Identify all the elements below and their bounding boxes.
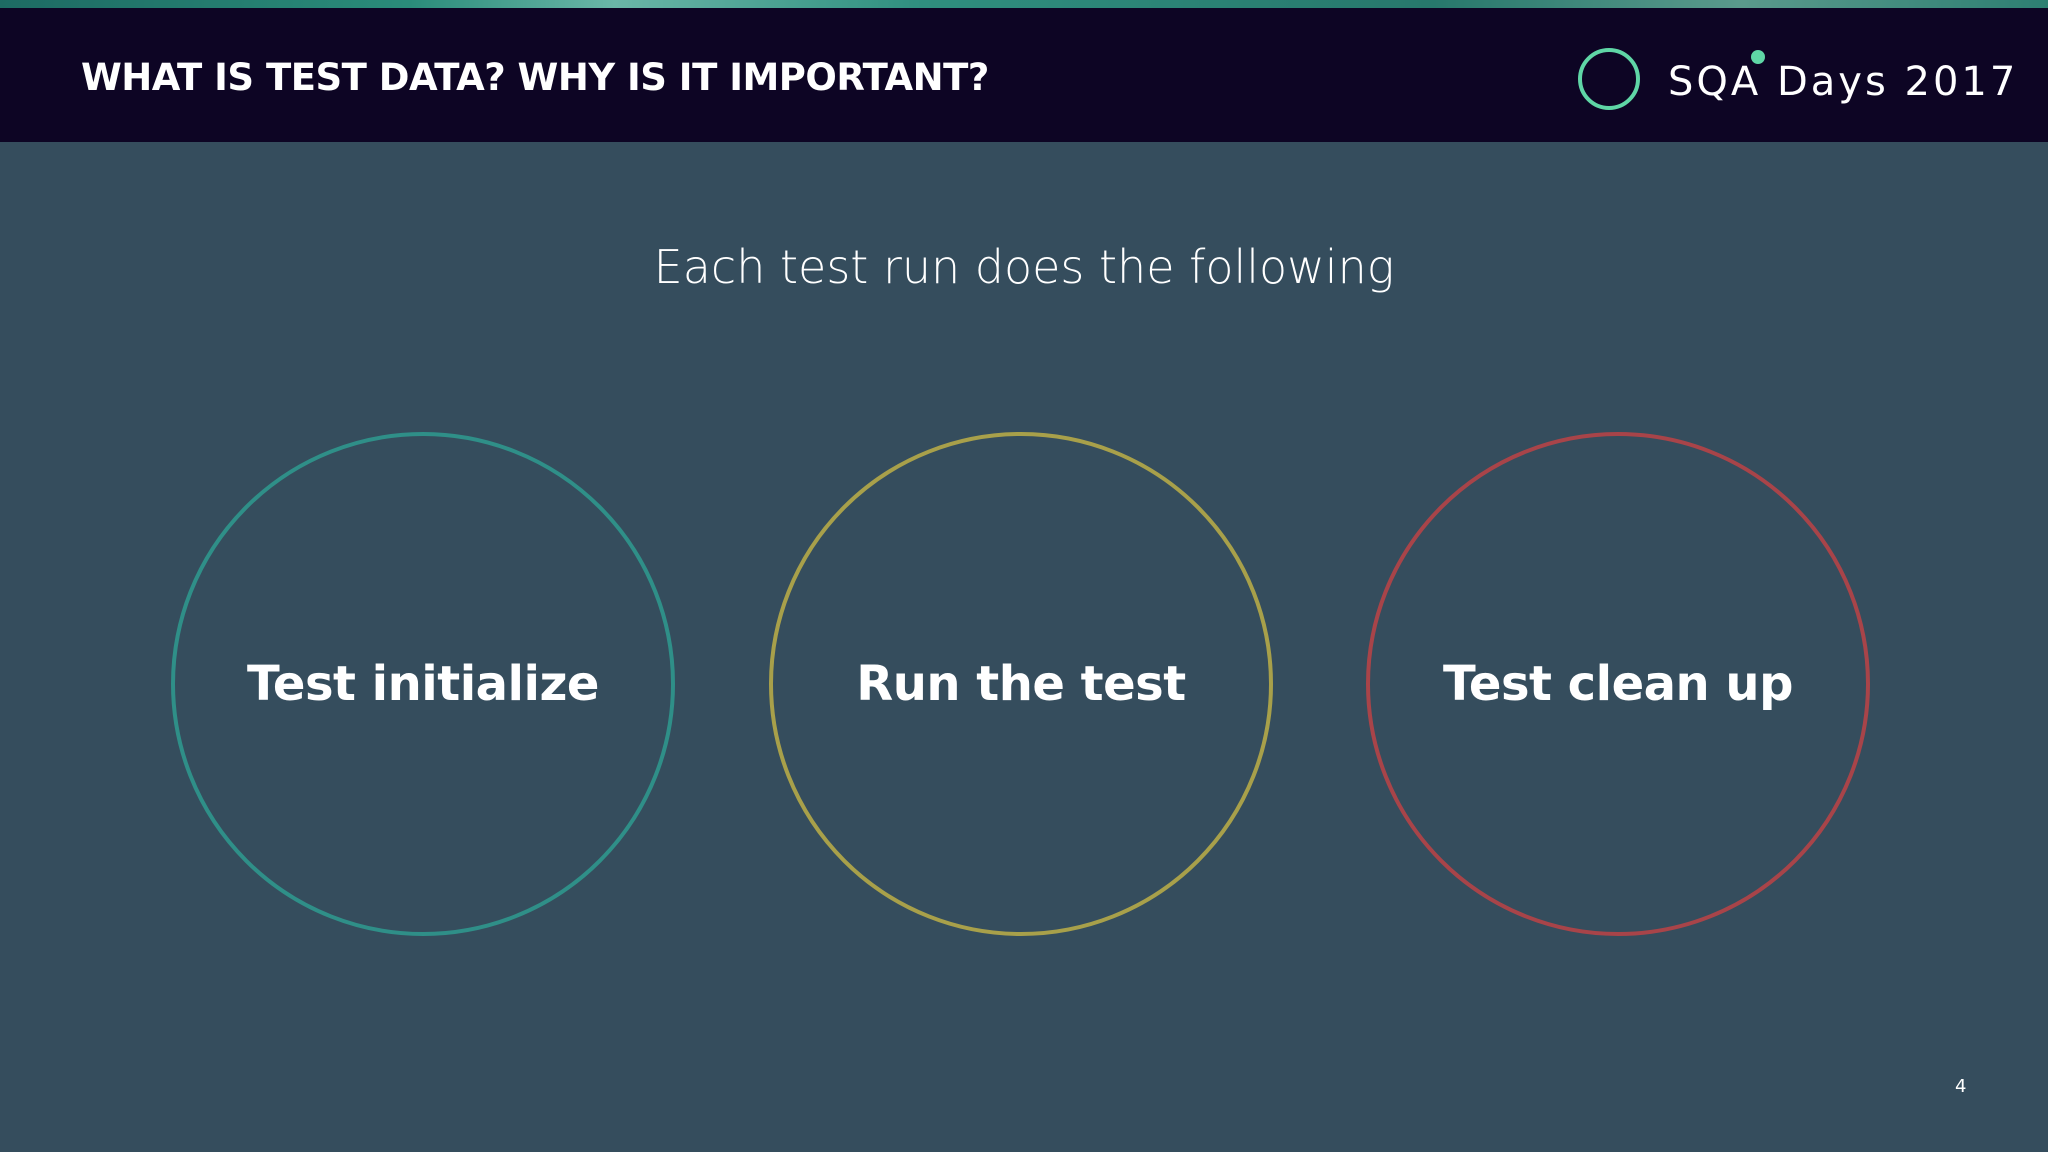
page-number: 4 bbox=[1955, 1076, 1967, 1097]
slide-subtitle: Each test run does the following bbox=[653, 240, 1395, 294]
step-circle-run: Run the test bbox=[769, 432, 1273, 936]
step-label-cleanup: Test clean up bbox=[1443, 656, 1793, 712]
step-circle-cleanup: Test clean up bbox=[1366, 432, 1870, 936]
step-label-run: Run the test bbox=[856, 656, 1186, 712]
top-accent-strip bbox=[0, 0, 2048, 8]
logo-dot-icon bbox=[1751, 50, 1765, 64]
header-bar: WHAT IS TEST DATA? WHY IS IT IMPORTANT? … bbox=[0, 8, 2048, 142]
slide-title: WHAT IS TEST DATA? WHY IS IT IMPORTANT? bbox=[81, 56, 989, 99]
step-label-initialize: Test initialize bbox=[247, 656, 599, 712]
logo-ring-icon bbox=[1578, 48, 1640, 110]
conference-logo: SQA Days 2017 bbox=[1575, 45, 2035, 125]
step-circle-initialize: Test initialize bbox=[171, 432, 675, 936]
logo-text: SQA Days 2017 bbox=[1668, 59, 2019, 105]
